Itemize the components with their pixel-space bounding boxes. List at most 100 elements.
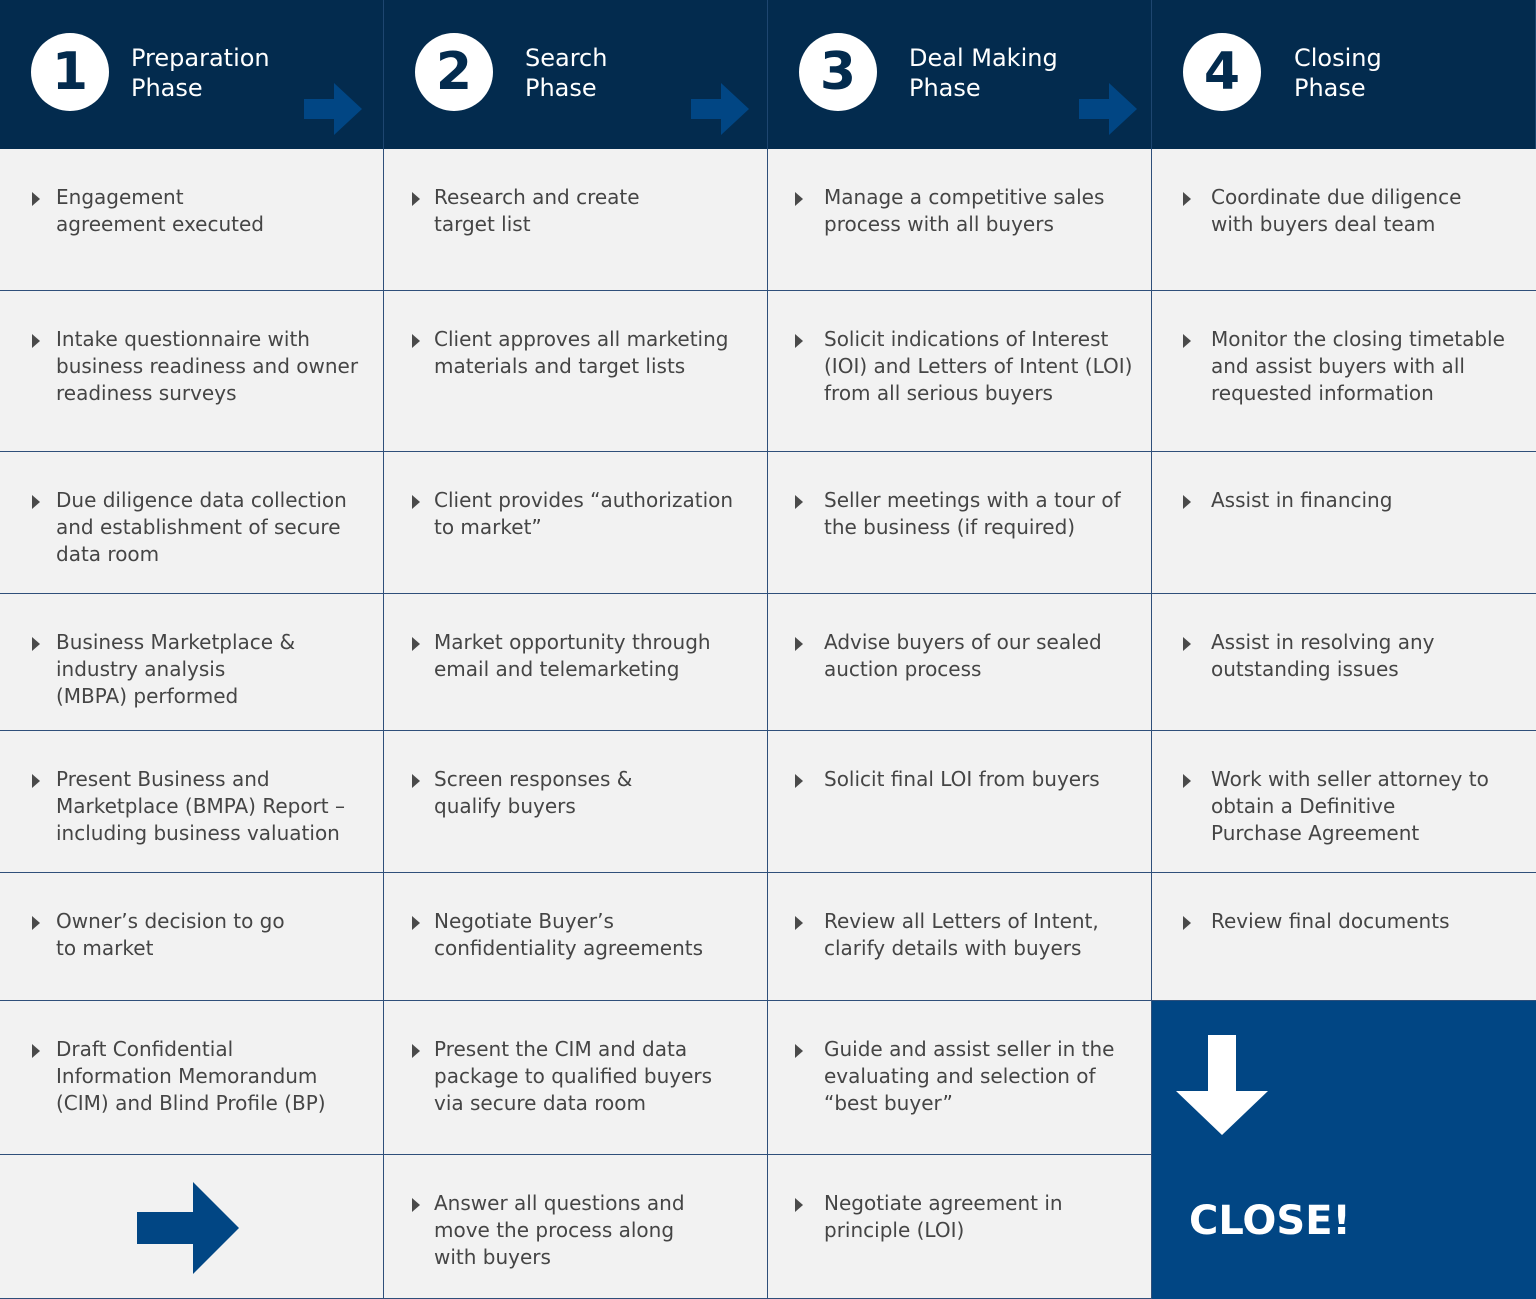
step-line: Assist in resolving any xyxy=(1211,630,1435,654)
step-line: Answer all questions and xyxy=(434,1191,685,1215)
step-line: auction process xyxy=(824,657,982,681)
bullet-triangle-icon xyxy=(795,774,803,788)
step-line: Client provides “authorization xyxy=(434,488,734,512)
bullet-triangle-icon xyxy=(32,1044,40,1058)
step-text: Review final documents xyxy=(1211,908,1532,935)
step-text: Business Marketplace &industry analysis(… xyxy=(56,629,379,710)
phase-title-line2: Phase xyxy=(909,74,981,102)
step-line: obtain a Definitive xyxy=(1211,794,1396,818)
step-line: to market xyxy=(56,936,154,960)
step-line: Manage a competitive sales xyxy=(824,185,1105,209)
step-line: including business valuation xyxy=(56,821,340,845)
step-line: evaluating and selection of xyxy=(824,1064,1096,1088)
step-line: email and telemarketing xyxy=(434,657,680,681)
step-text: Negotiate agreement in principle (LOI) xyxy=(824,1190,1147,1244)
step-line: Purchase Agreement xyxy=(1211,821,1420,845)
bullet-triangle-icon xyxy=(412,334,420,348)
bullet-triangle-icon xyxy=(32,916,40,930)
close-label: CLOSE! xyxy=(1189,1198,1351,1244)
down-arrow-icon xyxy=(1176,1035,1268,1135)
step-text: Advise buyers of our sealed auction proce… xyxy=(824,629,1147,683)
bullet-triangle-icon xyxy=(32,334,40,348)
step-text: Screen responses &qualify buyers xyxy=(434,766,763,820)
step-line: outstanding issues xyxy=(1211,657,1399,681)
close-box: CLOSE! xyxy=(1152,1001,1536,1299)
step-line: Solicit indications of Interest xyxy=(824,327,1109,351)
arrow-cell xyxy=(0,1155,384,1299)
phase-title-line2: Phase xyxy=(525,74,597,102)
phase-number: 2 xyxy=(435,42,473,102)
step-line: with buyers xyxy=(434,1245,551,1269)
step-line: to market” xyxy=(434,515,542,539)
step-line: business readiness and owner xyxy=(56,354,359,378)
step-line: Research and create xyxy=(434,185,640,209)
bullet-triangle-icon xyxy=(795,1198,803,1212)
phase-number: 1 xyxy=(51,42,89,102)
step-line: (MBPA) performed xyxy=(56,684,239,708)
bullet-triangle-icon xyxy=(795,192,803,206)
step-line: Coordinate due diligence xyxy=(1211,185,1462,209)
step-line: Marketplace (BMPA) Report – xyxy=(56,794,345,818)
step-line: Monitor the closing timetable xyxy=(1211,327,1505,351)
right-arrow-icon xyxy=(1079,83,1137,135)
step-cell: Advise buyers of our sealed auction proce… xyxy=(768,594,1152,731)
step-line: and assist buyers with all xyxy=(1211,354,1465,378)
step-line: Advise buyers of our sealed xyxy=(824,630,1102,654)
step-line: Information Memorandum xyxy=(56,1064,318,1088)
phase-title-line1: Preparation xyxy=(131,44,270,72)
phase-number-circle: 4 xyxy=(1183,33,1261,111)
step-line: Due diligence data collection xyxy=(56,488,347,512)
bullet-triangle-icon xyxy=(412,916,420,930)
step-cell: Assist in financing xyxy=(1152,452,1536,594)
bullet-triangle-icon xyxy=(1183,495,1191,509)
step-line: agreement executed xyxy=(56,212,264,236)
step-text: Coordinate due diligence with buyers deal… xyxy=(1211,184,1532,238)
step-text: Monitor the closing timetable and assist … xyxy=(1211,326,1532,407)
step-line: with buyers deal team xyxy=(1211,212,1436,236)
step-line: confidentiality agreements xyxy=(434,936,704,960)
step-line: from all serious buyers xyxy=(824,381,1053,405)
phase-number-circle: 1 xyxy=(31,33,109,111)
step-line: requested information xyxy=(1211,381,1434,405)
bullet-triangle-icon xyxy=(412,1044,420,1058)
step-line: data room xyxy=(56,542,160,566)
step-text: Assist in financing xyxy=(1211,487,1532,514)
step-line: (IOI) and Letters of Intent (LOI) xyxy=(824,354,1133,378)
bullet-triangle-icon xyxy=(1183,192,1191,206)
phase-number-circle: 3 xyxy=(799,33,877,111)
right-arrow-icon xyxy=(691,83,749,135)
bullet-triangle-icon xyxy=(32,192,40,206)
phase-title-line1: Closing xyxy=(1294,44,1382,72)
step-text: Assist in resolving any outstanding issue… xyxy=(1211,629,1532,683)
step-line: Negotiate agreement in xyxy=(824,1191,1063,1215)
bullet-triangle-icon xyxy=(32,637,40,651)
step-text: Solicit indications of Interest (IOI) and… xyxy=(824,326,1147,407)
step-line: the business (if required) xyxy=(824,515,1076,539)
phase-title-line2: Phase xyxy=(131,74,203,102)
step-text: Client provides “authorization to market” xyxy=(434,487,763,541)
step-text: Review all Letters of Intent,clarify det… xyxy=(824,908,1147,962)
step-line: readiness surveys xyxy=(56,381,237,405)
bullet-triangle-icon xyxy=(1183,637,1191,651)
phase-number: 3 xyxy=(819,42,857,102)
step-line: via secure data room xyxy=(434,1091,646,1115)
step-cell: Monitor the closing timetable and assist … xyxy=(1152,291,1536,452)
step-line: principle (LOI) xyxy=(824,1218,965,1242)
bullet-triangle-icon xyxy=(795,495,803,509)
bullet-triangle-icon xyxy=(32,774,40,788)
bullet-triangle-icon xyxy=(412,637,420,651)
step-line: clarify details with buyers xyxy=(824,936,1082,960)
